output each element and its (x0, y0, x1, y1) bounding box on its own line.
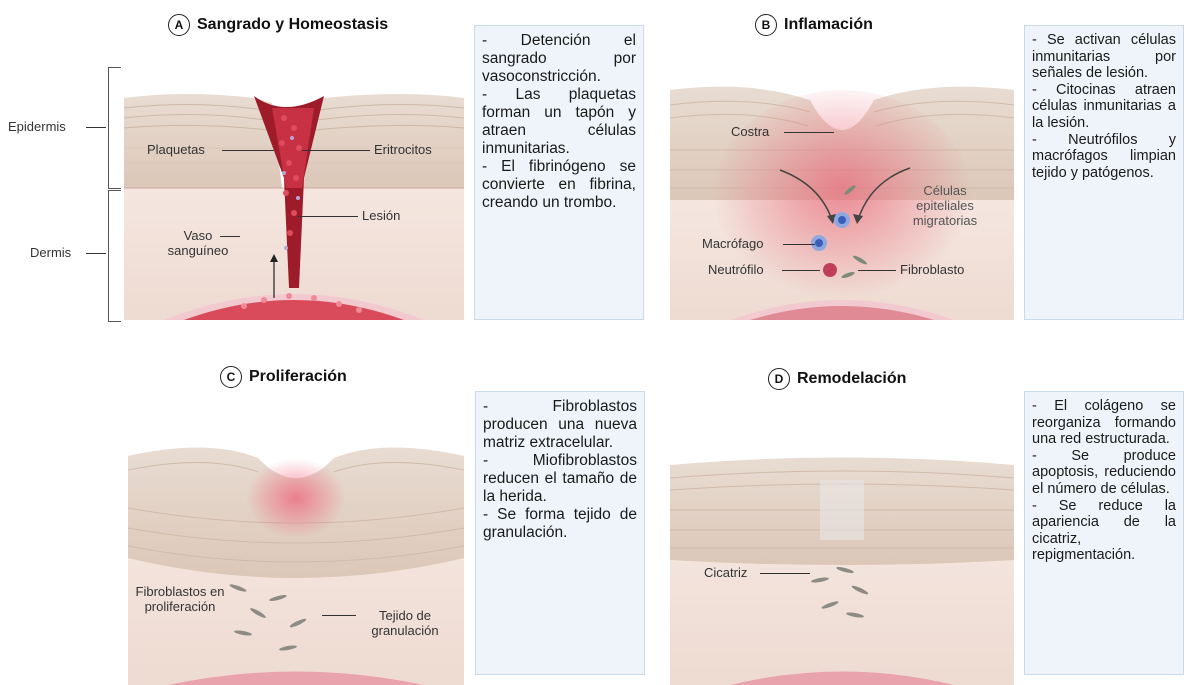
panel-a-illustration (124, 48, 464, 320)
plaquetas-label: Plaquetas (147, 142, 205, 157)
dermis-bracket (108, 190, 121, 322)
fibroblasto-leader (858, 270, 896, 271)
panel-c-bullet-1: - Fibroblastos producen una nueva matriz… (483, 398, 637, 452)
dermis-label: Dermis (30, 245, 71, 260)
costra-leader (784, 132, 834, 133)
panel-a-title-text: Sangrado y Homeostasis (197, 16, 388, 34)
epidermis-bracket (108, 67, 121, 189)
neutrofilo-label: Neutrófilo (708, 262, 764, 277)
eritrocitos-label: Eritrocitos (374, 142, 432, 157)
cicatriz-label: Cicatriz (704, 565, 747, 580)
panel-b-title: B Inflamación (755, 14, 873, 36)
panel-c-title-text: Proliferación (249, 368, 347, 386)
fibroblastos-label: Fibroblastos en proliferación (130, 584, 230, 614)
panel-d-title-text: Remodelación (797, 370, 906, 388)
costra-label: Costra (731, 124, 769, 139)
panel-a-bullet-1: - Detención el sangrado por vasoconstric… (482, 32, 636, 86)
neutrofilo-leader (782, 270, 820, 271)
epidermis-label: Epidermis (8, 119, 66, 134)
vaso-label: Vaso sanguíneo (158, 228, 238, 258)
panel-b-title-text: Inflamación (784, 16, 873, 34)
macrofago-label: Macrófago (702, 236, 763, 251)
celulas-label: Células epiteliales migratorias (905, 183, 985, 228)
panel-c-title: C Proliferación (220, 366, 347, 388)
lesion-leader (298, 216, 358, 217)
panel-b-badge: B (755, 14, 777, 36)
plaquetas-leader (222, 150, 274, 151)
panel-d-illustration (670, 410, 1014, 685)
panel-a-title: A Sangrado y Homeostasis (168, 14, 388, 36)
panel-d-bullet-2: - Se produce apoptosis, reduciendo el nú… (1032, 448, 1176, 498)
panel-c-badge: C (220, 366, 242, 388)
panel-c-bullet-2: - Miofibroblastos reducen el tamaño de l… (483, 452, 637, 506)
panel-b-bullet-2: - Citocinas atraen células inmunitarias … (1032, 82, 1176, 132)
tejido-leader (322, 615, 356, 616)
cicatriz-leader (760, 573, 810, 574)
panel-c-illustration (128, 408, 464, 685)
panel-c-infobox: - Fibroblastos producen una nueva matriz… (475, 391, 645, 675)
panel-a-infobox: - Detención el sangrado por vasoconstric… (474, 25, 644, 320)
panel-d-infobox: - El colágeno se reorganiza formando una… (1024, 391, 1184, 675)
panel-d-title: D Remodelación (768, 368, 906, 390)
panel-a-badge: A (168, 14, 190, 36)
panel-b-bullet-3: - Neutrófilos y macrófagos limpian tejid… (1032, 132, 1176, 182)
eritrocitos-leader (302, 150, 370, 151)
panel-c-bullet-3: - Se forma tejido de granulación. (483, 506, 637, 542)
panel-a-bullet-2: - Las plaquetas forman un tapón y atraen… (482, 86, 636, 158)
tejido-label: Tejido de granulación (350, 608, 460, 638)
panel-b-infobox: - Se activan células inmunitarias por se… (1024, 25, 1184, 320)
panel-d-bullet-3: - Se reduce la apariencia de la cicatriz… (1032, 498, 1176, 564)
panel-a-bullet-3: - El fibrinógeno se convierte en fibrina… (482, 158, 636, 212)
panel-d-badge: D (768, 368, 790, 390)
panel-d-bullet-1: - El colágeno se reorganiza formando una… (1032, 398, 1176, 448)
lesion-label: Lesión (362, 208, 400, 223)
panel-b-bullet-1: - Se activan células inmunitarias por se… (1032, 32, 1176, 82)
dermis-leader (86, 253, 106, 254)
macrofago-leader (783, 244, 815, 245)
epidermis-leader (86, 127, 106, 128)
vaso-leader (220, 236, 240, 237)
fibroblasto-label: Fibroblasto (900, 262, 964, 277)
